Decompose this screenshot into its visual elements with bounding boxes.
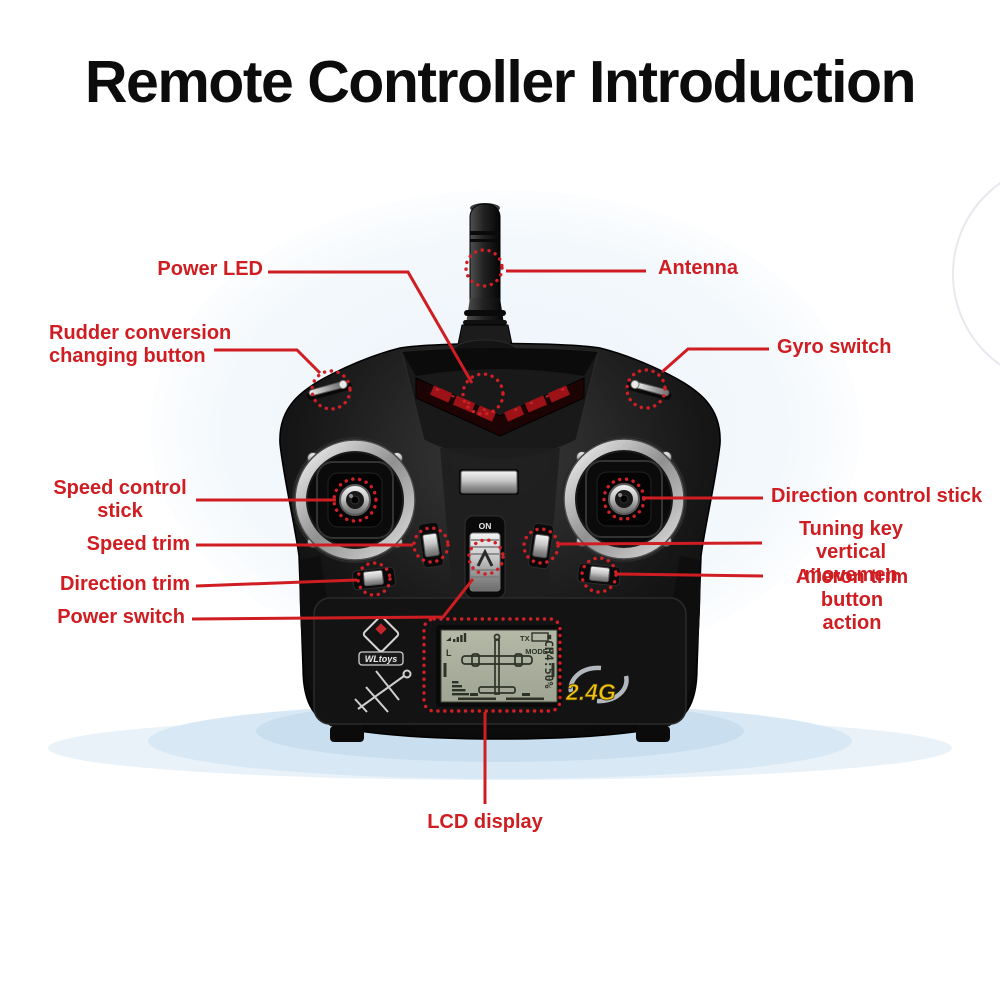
- label-aileron-trim: Aileron trim button action: [795, 566, 909, 634]
- marker-lcd-display: [422, 617, 562, 713]
- gyro-switch-icon: [626, 379, 672, 401]
- brand-name: WLtoys: [365, 654, 398, 664]
- marker-tuning-key: [522, 527, 560, 565]
- brand-logo: WLtoys: [358, 615, 404, 666]
- callout-line-direction-trim: [195, 578, 358, 588]
- bind-plate: [459, 469, 519, 495]
- marker-aileron-trim: [580, 556, 618, 594]
- lcd-left-indicator: L: [446, 648, 452, 658]
- marker-speed-control-stick: [332, 477, 378, 523]
- left-foot: [330, 726, 364, 742]
- label-power-led: Power LED: [157, 258, 263, 280]
- speed-trim-icon: [418, 521, 444, 569]
- marker-direction-control-stick: [602, 477, 646, 521]
- bottom-panel: WLtoys L: [313, 597, 687, 725]
- marker-gyro-switch: [625, 368, 667, 410]
- antenna-icon: [455, 203, 515, 355]
- callout-markers: [310, 248, 667, 713]
- label-lcd-display: LCD display: [427, 811, 543, 833]
- callout-line-gyro-switch: [661, 347, 769, 374]
- lcd-plane-icon: [461, 633, 533, 695]
- frequency-badge: 2.4G: [565, 665, 629, 705]
- label-gyro-switch: Gyro switch: [777, 336, 892, 358]
- plane-artwork-icon: [354, 669, 412, 713]
- callout-lines: [191, 269, 769, 804]
- label-tuning-key: Tuning key vertical movemen: [798, 518, 904, 586]
- marker-direction-trim: [356, 561, 392, 597]
- label-speed-control-stick: Speed control stick: [53, 477, 187, 522]
- rudder-conversion-button-icon: [306, 379, 352, 401]
- label-speed-trim: Speed trim: [86, 533, 190, 555]
- lcd-bars: [443, 663, 555, 701]
- lcd-mode-label: MODE 2: [525, 647, 554, 656]
- page-title: Remote Controller Introduction: [84, 49, 917, 115]
- frequency-label: 2.4G: [565, 679, 616, 705]
- aileron-trim-icon: [577, 562, 622, 587]
- marker-speed-trim: [412, 526, 450, 564]
- right-foot: [636, 726, 670, 742]
- callout-line-rudder-conversion: [214, 348, 322, 375]
- marker-rudder-conversion: [310, 369, 352, 411]
- marker-power-switch: [467, 538, 505, 576]
- callout-line-power-switch: [191, 578, 475, 621]
- lcd-tx-label: TX: [520, 634, 530, 643]
- tuning-key-icon: [528, 522, 554, 570]
- power-switch-on-label: ON: [479, 521, 492, 531]
- throttle-steps-icon: [452, 681, 469, 696]
- label-direction-control-stick: Direction control stick: [771, 485, 983, 507]
- power-switch-icon: ON: [464, 515, 506, 599]
- battery-icon: [531, 632, 552, 642]
- label-rudder-conversion: Rudder conversion changing button: [49, 322, 232, 367]
- marker-power-led: [461, 372, 505, 416]
- signal-icon: [446, 633, 467, 642]
- lcd-screen: L TX MODE 2: [436, 625, 562, 707]
- power-led-icon: [415, 377, 585, 437]
- callout-line-tuning-key: [557, 541, 763, 546]
- marker-antenna: [464, 248, 504, 288]
- direction-trim-icon: [351, 566, 396, 591]
- direction-control-stick-icon: [561, 436, 687, 562]
- label-antenna: Antenna: [658, 257, 738, 279]
- callout-line-power-led: [268, 270, 474, 384]
- callout-line-aileron-trim: [615, 572, 764, 578]
- label-direction-trim: Direction trim: [59, 573, 190, 595]
- label-power-switch: Power switch: [57, 606, 185, 628]
